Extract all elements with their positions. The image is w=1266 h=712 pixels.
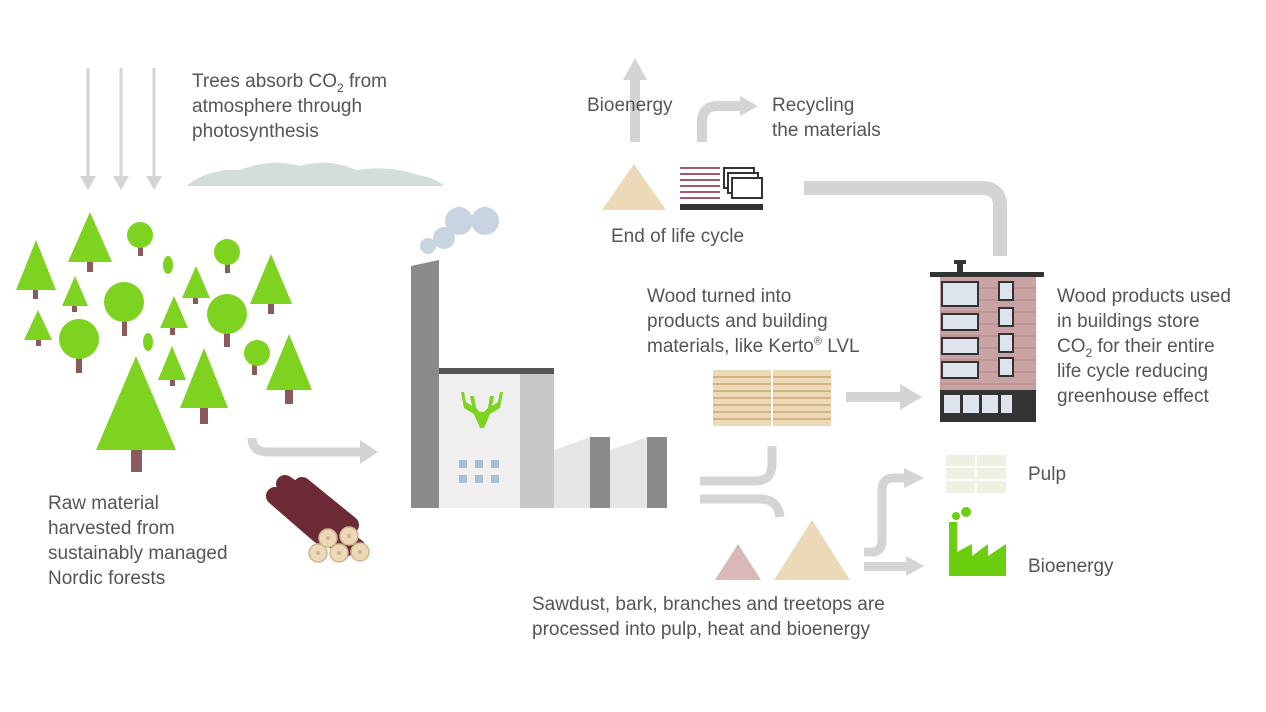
- factory-windows: [459, 460, 499, 483]
- wood-turned-label: Wood turned into products and building m…: [647, 284, 860, 359]
- forest: [16, 212, 312, 472]
- arrow-to-recycling: [697, 101, 742, 142]
- raw-material-label: Raw material harvested from sustainably …: [48, 491, 228, 591]
- end-of-life-label: End of life cycle: [611, 226, 745, 247]
- bioenergy-bottom-label: Bioenergy: [1028, 556, 1114, 577]
- text-part: Trees absorb CO: [192, 71, 338, 92]
- text-part: from: [343, 71, 387, 92]
- arrow-head: [904, 468, 924, 488]
- text-line: greenhouse effect: [1057, 386, 1209, 407]
- wood-products-label: Wood products used in buildings store CO…: [1057, 284, 1231, 409]
- text-line: Recycling: [772, 95, 855, 116]
- sunlight-arrows: [80, 68, 162, 190]
- text-line: atmosphere through: [192, 96, 363, 117]
- kerto-lvl-stack: [713, 370, 831, 426]
- bioenergy-plant-icon: [949, 507, 1006, 576]
- arrow-up-to-bioenergy: [630, 78, 640, 142]
- arrow-to-pulp: [864, 473, 906, 557]
- arrow-forest-to-factory: [247, 437, 362, 457]
- text-line: in buildings store: [1057, 311, 1200, 332]
- text-line: processed into pulp, heat and bioenergy: [532, 619, 871, 640]
- pulp-label: Pulp: [1028, 464, 1067, 485]
- text-part: materials, like Kerto: [647, 336, 814, 357]
- arrow-head: [906, 556, 924, 576]
- factory-icon: [411, 207, 667, 508]
- sawdust-pile-large-icon: [774, 520, 850, 580]
- text-part: CO: [1057, 336, 1086, 357]
- arrow-head: [900, 384, 922, 410]
- building-icon: [930, 260, 1044, 422]
- text-part: LVL: [821, 336, 860, 357]
- arrow-factory-to-sawdust: [700, 494, 785, 518]
- text-line: Wood turned into: [647, 286, 792, 307]
- arrow-head: [360, 440, 378, 464]
- text-line: the materials: [772, 120, 881, 141]
- hill-shape: [186, 162, 444, 186]
- text-line: life cycle reducing: [1057, 361, 1209, 382]
- logs-icon: [266, 475, 370, 563]
- bark-pile-icon: [715, 544, 761, 580]
- recycling-label: Recycling the materials: [772, 93, 881, 143]
- text-line: products and building: [647, 311, 828, 332]
- arrow-to-bioenergy: [864, 562, 908, 571]
- bioenergy-top-label: Bioenergy: [587, 95, 673, 116]
- text-part: for their entire: [1092, 336, 1215, 357]
- pulp-sheets-icon: [946, 455, 1006, 493]
- recycled-materials-icon: [680, 167, 763, 210]
- arrow-to-building: [846, 392, 902, 402]
- text-line: Sawdust, bark, branches and treetops are: [532, 594, 885, 615]
- text-line: sustainably managed: [48, 543, 228, 564]
- text-line: Nordic forests: [48, 568, 166, 589]
- moose-logo-icon: [461, 392, 503, 428]
- sawdust-label: Sawdust, bark, branches and treetops are…: [532, 592, 885, 642]
- arrow-building-to-end-of-life: [804, 181, 1007, 256]
- text-line: harvested from: [48, 518, 175, 539]
- subscript: 2: [1085, 345, 1093, 360]
- arrow-head: [623, 58, 647, 80]
- sawdust-pile-icon: [602, 164, 666, 210]
- trees-absorb-label: Trees absorb CO2 from atmosphere through…: [192, 69, 387, 144]
- arrow-factory-to-byproducts: [700, 446, 777, 486]
- arrow-head: [740, 96, 758, 116]
- text-line: photosynthesis: [192, 121, 319, 142]
- superscript: ®: [813, 335, 822, 348]
- text-line: Wood products used: [1057, 286, 1231, 307]
- subscript: 2: [337, 80, 344, 95]
- text-line: Raw material: [48, 493, 159, 514]
